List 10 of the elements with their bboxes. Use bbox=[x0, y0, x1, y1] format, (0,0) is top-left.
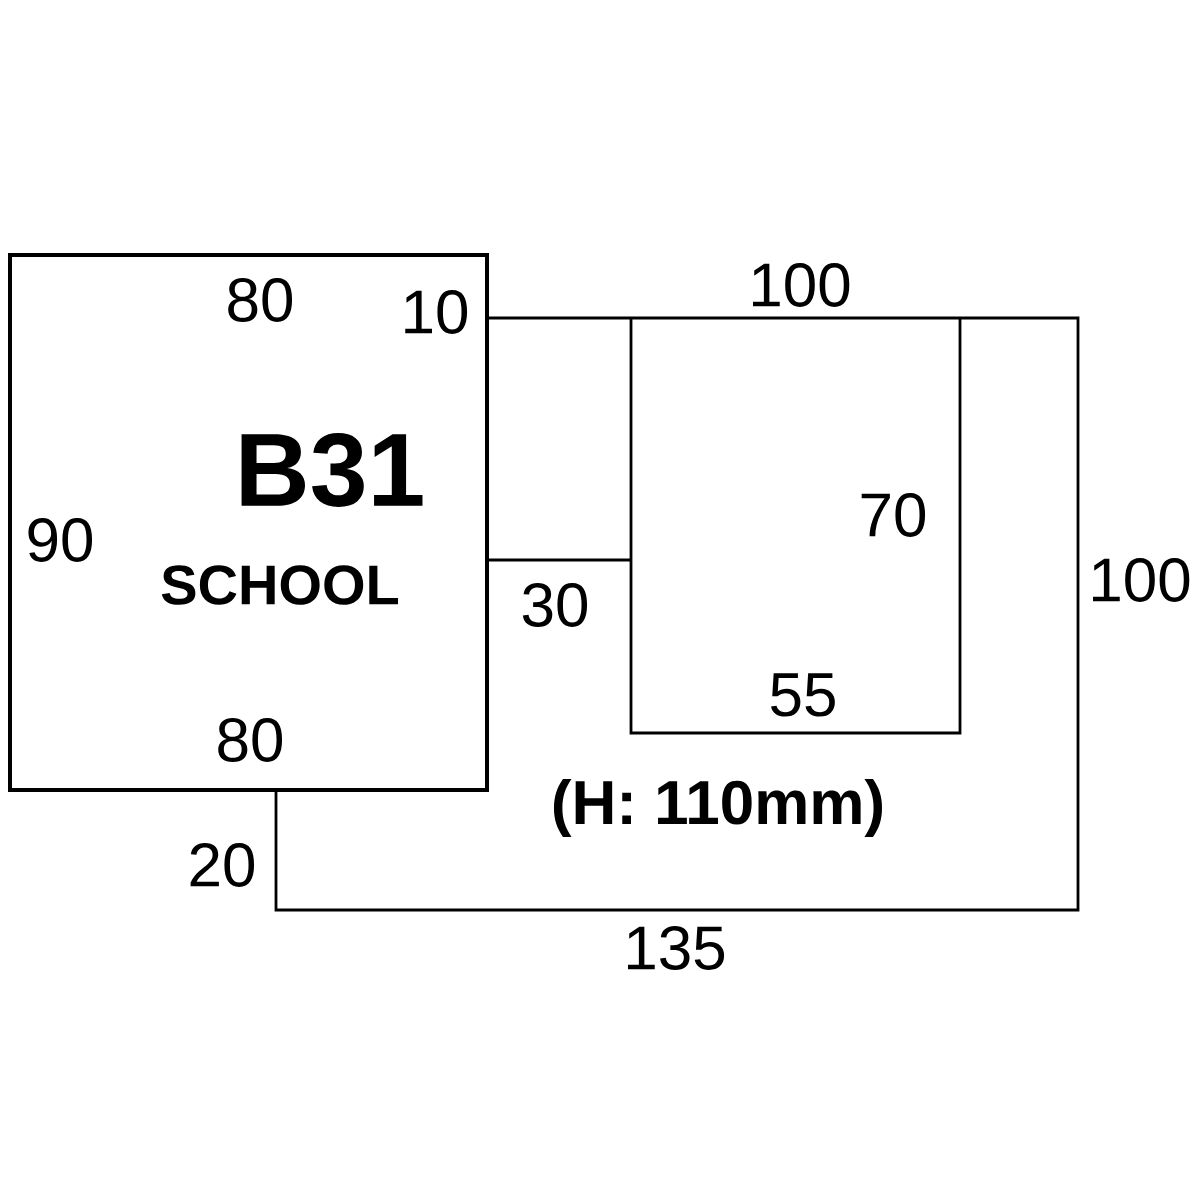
dimension-label: 80 bbox=[228, 278, 293, 322]
dimension-label: 55 bbox=[771, 673, 835, 717]
dimension-label: 135 bbox=[628, 926, 725, 970]
dimension-label: 80 bbox=[218, 718, 283, 762]
dimension-label: 100 bbox=[753, 263, 850, 307]
dimension-label: 90 bbox=[28, 518, 93, 562]
height-note: (H: 110mm) bbox=[553, 779, 882, 837]
dimension-label: 10 bbox=[405, 290, 468, 334]
dimension-label: 70 bbox=[861, 493, 926, 537]
dimension-label: 100 bbox=[1093, 558, 1190, 602]
